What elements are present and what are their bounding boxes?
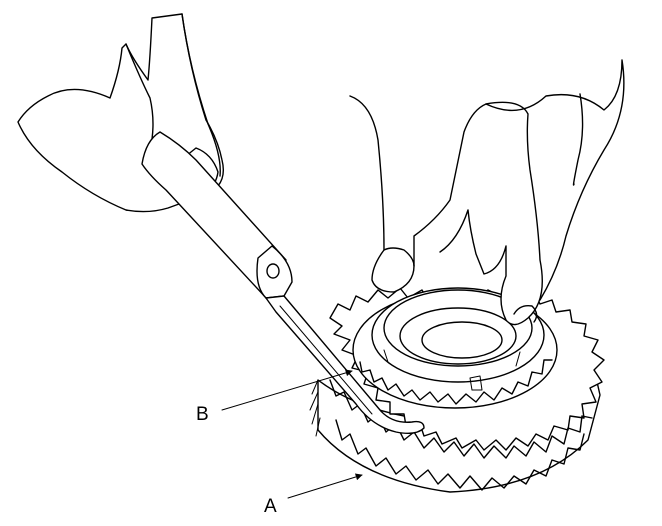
callout-a-label: A (264, 496, 277, 517)
callout-b-label: B (196, 404, 209, 425)
right-hand (349, 59, 625, 326)
feeler-gauge-tool (141, 131, 425, 435)
callout-a: A (264, 473, 363, 517)
callout-b: B (196, 369, 353, 425)
